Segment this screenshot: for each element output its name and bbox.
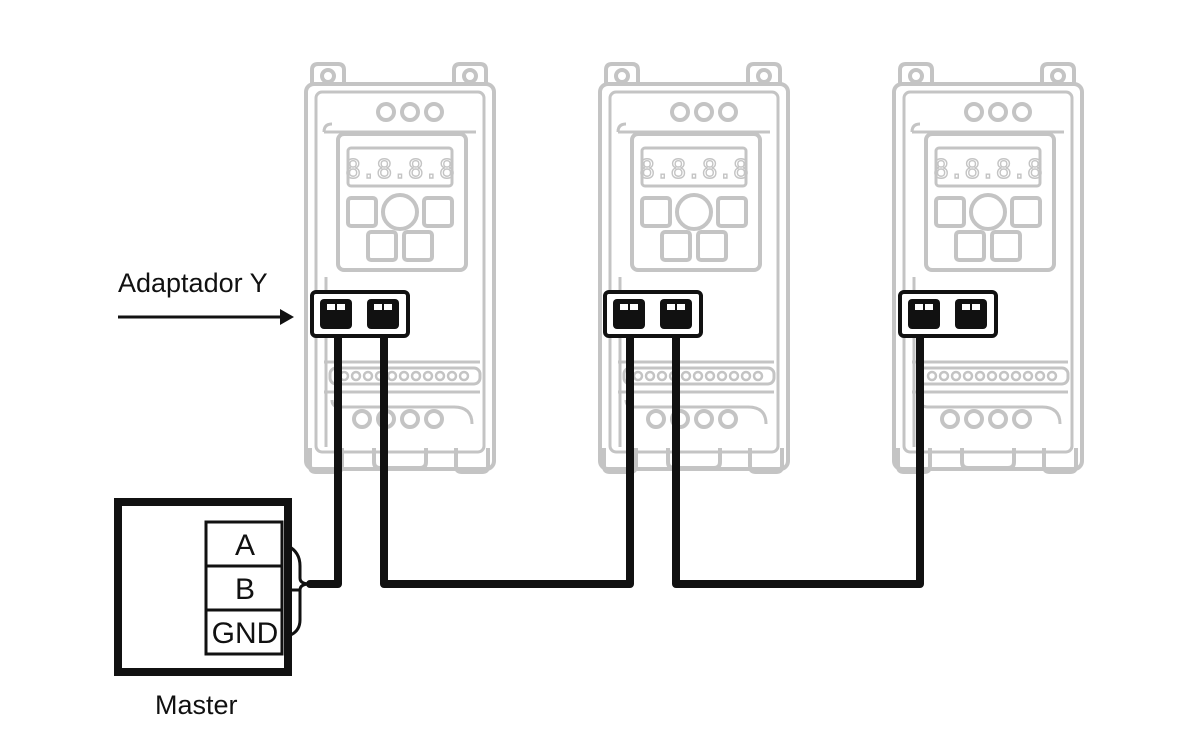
drive-display-1: 8.8.8.8 [345,155,455,185]
drive-2: 8.8.8.8 [598,62,790,474]
master-box: A B GND [114,498,311,676]
terminal-gnd: GND [212,617,279,650]
drive-display-2: 8.8.8.8 [639,155,749,185]
cable-master-to-drive-1 [306,314,342,588]
drive-3: 8.8.8.8 [892,62,1084,474]
rs485-cables [306,314,924,588]
y-adapter-1 [310,290,410,338]
terminal-b: B [235,573,255,606]
drive-display-3: 8.8.8.8 [933,155,1043,185]
drive-1: 8.8.8.8 [304,62,496,474]
terminal-a: A [235,529,255,562]
adapter-arrow [118,309,294,325]
master-brace [287,544,311,638]
y-adapter-3 [898,290,998,338]
cable-drive-1-to-drive-2 [380,314,634,588]
adapter-y-label: Adaptador Y [118,268,268,298]
cable-drive-2-to-drive-3 [672,314,924,588]
master-label: Master [155,690,238,720]
y-adapter-2 [603,290,703,338]
